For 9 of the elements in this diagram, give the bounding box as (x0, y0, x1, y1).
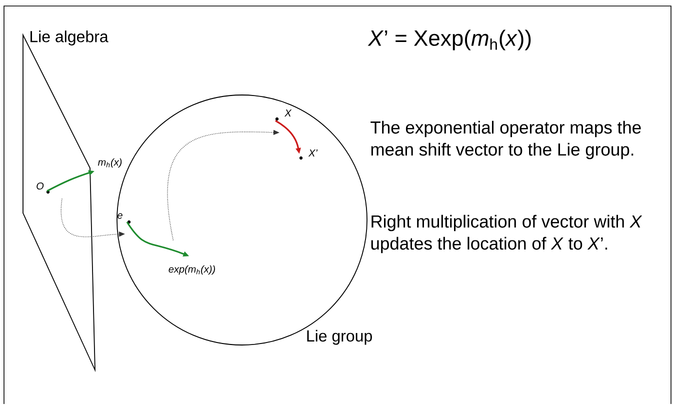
point-label: e (118, 213, 131, 224)
point-label: X (275, 110, 292, 121)
description-text: The exponential operator maps the mean shift vector to the Lie group. (370, 120, 641, 160)
formula: X’ = Xexp(m$_{h}$(x)) (368, 30, 531, 50)
point-label: m$_{h}$(x) (98, 158, 122, 168)
point-label: O (36, 182, 50, 194)
point-label: exp(m$_{h}$(x)) (168, 265, 215, 275)
description-text: Right multiplication of vector with X updates the location of X to X’. (371, 214, 642, 254)
point-label: X’ (299, 150, 318, 160)
